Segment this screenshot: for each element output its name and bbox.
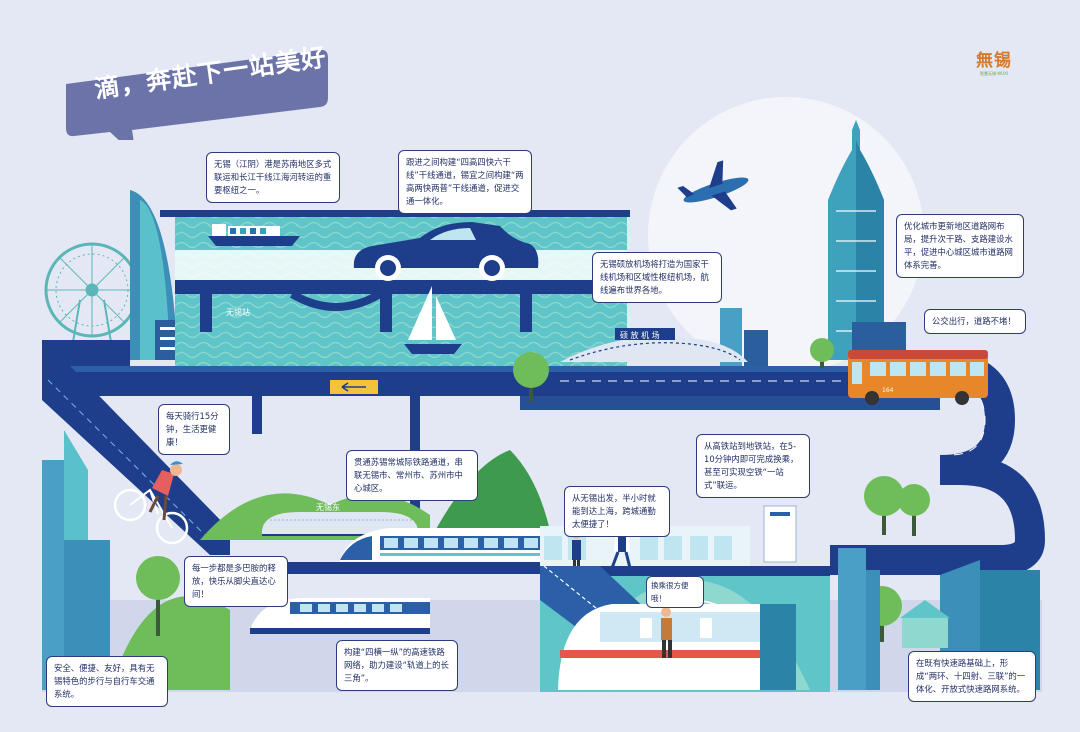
road-pillar [252, 396, 262, 434]
tree-icon [864, 476, 904, 535]
note-rail: 贯通苏锡常城际铁路通道，串联无锡市、常州市、苏州市中心城区。 [346, 450, 478, 501]
upper-road [42, 351, 1046, 575]
cyclist-icon [113, 461, 189, 545]
road-sign-icon [330, 380, 378, 394]
title-banner [66, 49, 328, 140]
metro-train [250, 598, 430, 634]
logo-text: 無锡 [976, 51, 1012, 71]
hill-green-right [430, 450, 552, 540]
note-shanghai: 从无锡出发，半小时就能到达上海，跨城通勤太便捷了！ [564, 486, 670, 537]
info-board-icon [763, 505, 797, 563]
label-wuxi-station: 无锡站 [226, 308, 250, 317]
tree-icon [898, 484, 930, 536]
label-bus-number: 164 [882, 387, 894, 394]
tree-icon [136, 556, 180, 636]
car-icon [353, 222, 539, 281]
bike-ramp [42, 340, 230, 555]
subway-train [558, 604, 760, 690]
cargo-ship-icon [208, 224, 300, 246]
mid-building-2 [744, 330, 768, 368]
brand-logo: 無锡 智慧无锡·WUXI [968, 46, 1020, 77]
tree-icon [810, 338, 834, 368]
sailboat-icon [404, 286, 462, 354]
left-lower-buildings [42, 430, 110, 690]
note-airport: 无锡硕放机场将打造为国家干线机场和区域性枢纽机场，航线遍布世界各地。 [592, 252, 722, 303]
bike-ramp-rail [47, 379, 211, 541]
note-slow-traffic: 安全、便捷、友好，具有无锡特色的步行与自行车交通系统。 [46, 656, 168, 707]
skyscraper-building [828, 120, 884, 360]
note-walk: 每一步都是多巴胺的释放，快乐从脚尖直达心间！ [184, 556, 288, 607]
logo-subtitle: 智慧无锡·WUXI [979, 71, 1009, 76]
note-roads: 优化城市更新地区道路网布局，提升次干路、支路建设水平，促进中心城区城市道路网体系… [896, 214, 1024, 278]
traveler-person [661, 607, 672, 658]
left-upper-road [42, 340, 130, 366]
note-delta: 构建“四横一纵”的高速铁路网络，助力建设“轨道上的长三角”。 [336, 640, 458, 691]
bus-icon [848, 350, 988, 405]
note-bus: 公交出行，道路不堵！ [924, 309, 1026, 334]
note-convenient: 换乘很方便哦！ [646, 576, 704, 608]
note-port: 无锡（江阴）港是苏南地区多式联运和长江干线江海河转运的重要枢纽之一。 [206, 152, 340, 203]
high-speed-train [340, 528, 570, 562]
lake-top-road [160, 210, 630, 217]
tree-icon [513, 352, 549, 402]
note-highway: 跟进之间构建“四高四快六干线”干线通道，锡宜之间构建“两高两快两普”干线通道，促… [398, 150, 532, 214]
note-expressway: 在既有快速路基础上，形成“两环、十四射、三联”的一体化、开放式快速路网系统。 [908, 651, 1036, 702]
label-airport: 硕 放 机 场 [620, 331, 660, 340]
airplane-icon [677, 160, 749, 211]
label-wuxi-east-station: 无锡东 [316, 503, 340, 512]
highway-bridge [175, 250, 627, 332]
airport-terminal [560, 328, 748, 362]
note-cycling: 每天骑行15分钟，生活更健康！ [158, 404, 230, 455]
mid-rail-track [200, 562, 590, 574]
note-hsr: 从高铁站到地铁站，在5-10分钟内即可完成换乘，甚至可实现空铁“一站式”联运。 [696, 434, 810, 498]
